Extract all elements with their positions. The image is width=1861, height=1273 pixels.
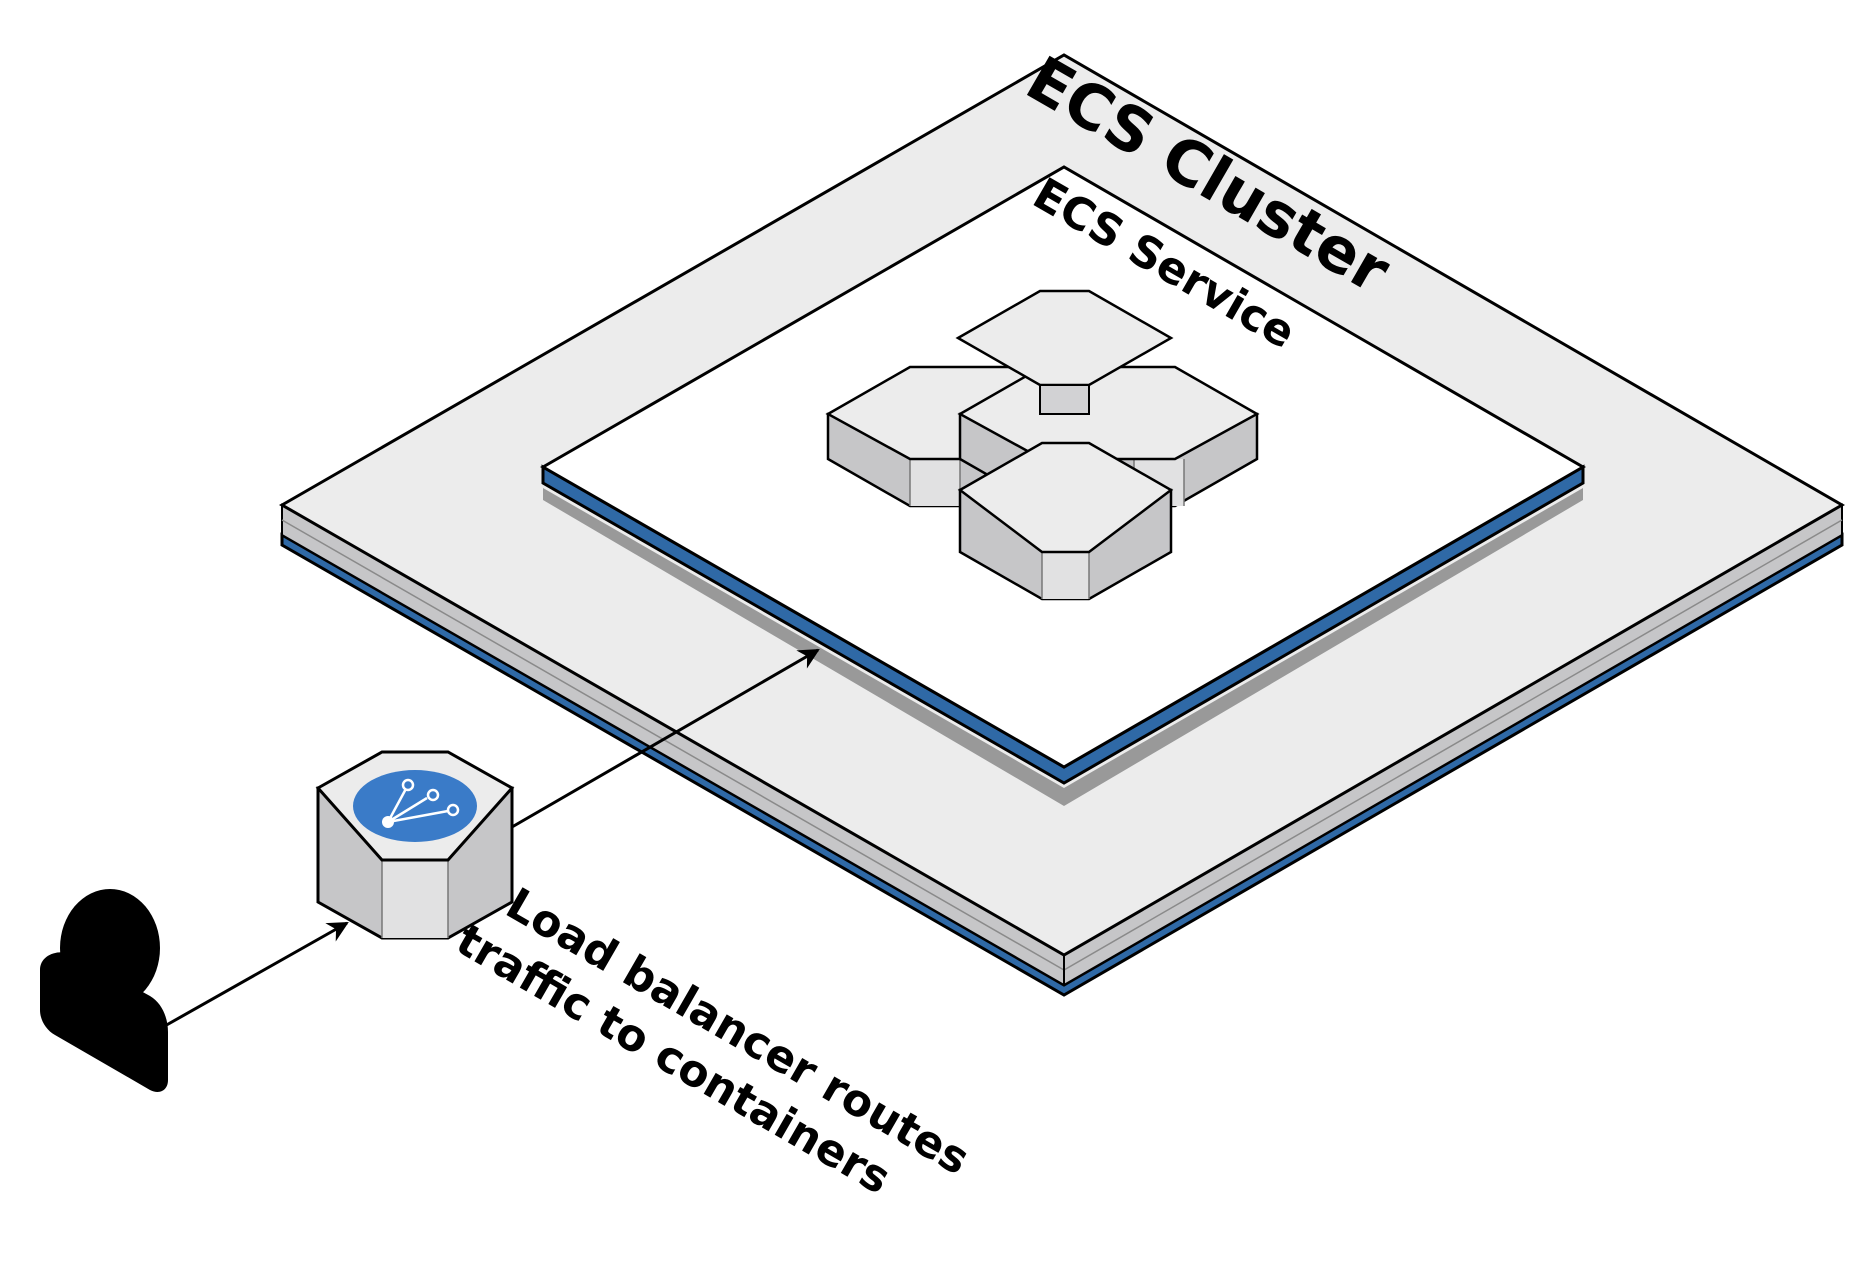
- flow-arrow-lb-to-service: [511, 648, 820, 829]
- load-balancer-caption-line1: Load balancer routes: [498, 878, 978, 1185]
- container-task: [955, 289, 1174, 415]
- load-balancer: [315, 750, 515, 940]
- container-tasks: [825, 289, 1260, 601]
- flow-arrow-user-to-lb: [162, 921, 349, 1029]
- container-task: [957, 441, 1174, 601]
- load-balancer-icon: [353, 770, 477, 842]
- user-icon: [40, 889, 168, 1092]
